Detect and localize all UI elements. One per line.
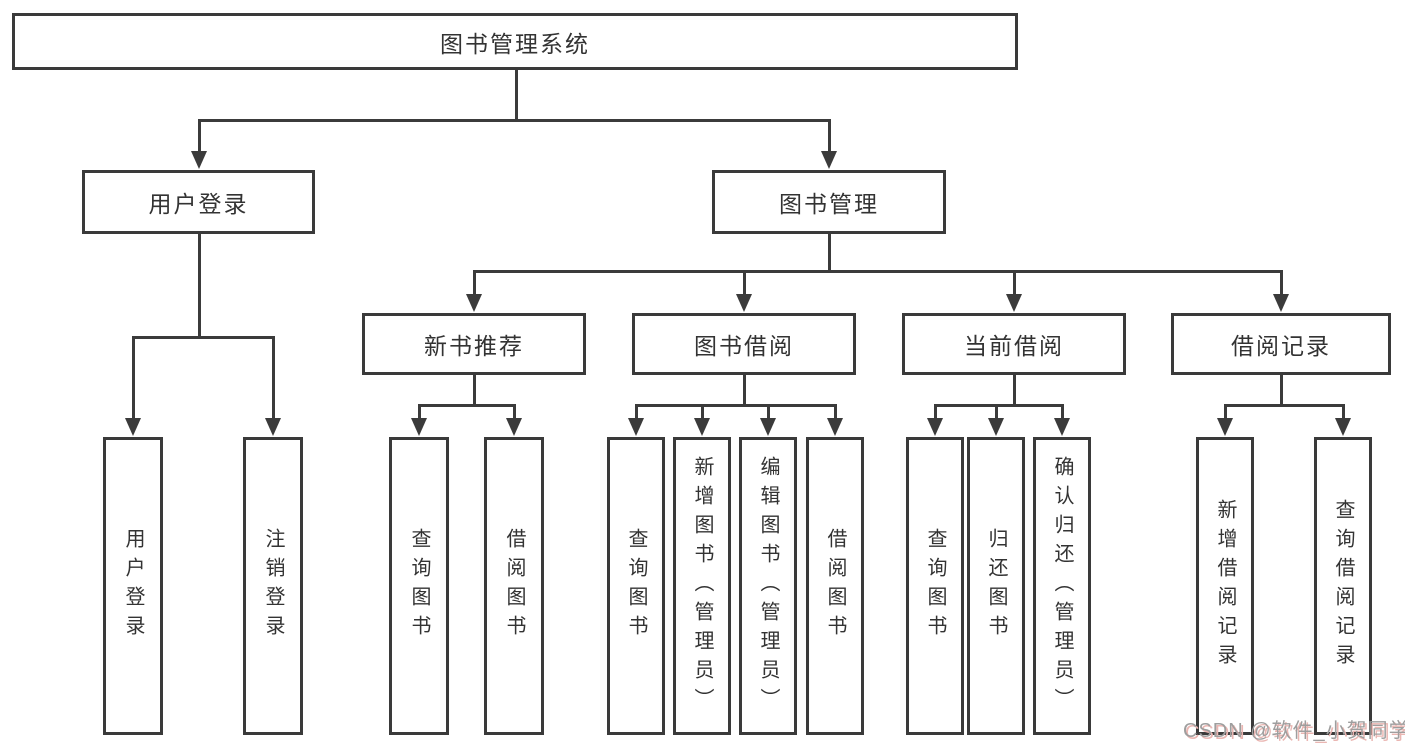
watermark: CSDN @软件_小贺同学 (1183, 720, 1405, 742)
node-new-book: 新书推荐 (362, 313, 586, 375)
leaf-user-login: 用户登录 (103, 437, 163, 735)
arrow-down-icon (694, 418, 710, 436)
leaf-new-book-borrow: 借阅图书 (484, 437, 544, 735)
connector-stub-leaf (272, 336, 275, 420)
leaf-label: 查询图书 (924, 528, 946, 644)
arrow-down-icon (736, 294, 752, 312)
connector-user-login-drop (198, 232, 201, 339)
arrow-down-icon (628, 418, 644, 436)
leaf-new-book-query: 查询图书 (389, 437, 449, 735)
node-book-borrow: 图书借阅 (632, 313, 856, 375)
arrow-down-icon (827, 418, 843, 436)
node-root-label: 图书管理系统 (440, 30, 590, 57)
connector-stub-leaf (132, 336, 135, 420)
node-book-management-label: 图书管理 (779, 191, 879, 217)
arrow-down-icon (1054, 418, 1070, 436)
arrow-down-icon (760, 418, 776, 436)
arrow-down-icon (988, 418, 1004, 436)
leaf-label: 查询图书 (408, 528, 430, 644)
arrow-down-icon (1273, 294, 1289, 312)
connector-stub-leaf (513, 404, 516, 420)
arrow-down-icon (125, 418, 141, 436)
arrow-down-icon (927, 418, 943, 436)
leaf-label: 新增借阅记录 (1214, 499, 1236, 673)
leaf-record-add: 新增借阅记录 (1196, 437, 1254, 735)
connector-stub-leaf (1224, 404, 1227, 420)
arrow-down-icon (821, 151, 837, 169)
leaf-label: 注销登录 (262, 528, 284, 644)
connector-stub-new-book (473, 270, 476, 296)
leaf-logout: 注销登录 (243, 437, 303, 735)
leaf-label: 归还图书 (985, 528, 1007, 644)
leaf-borrow-query: 查询图书 (607, 437, 665, 735)
node-user-login: 用户登录 (82, 170, 315, 234)
leaf-borrow-edit-admin: 编辑图书（管理员） (739, 437, 797, 735)
arrow-down-icon (265, 418, 281, 436)
leaf-current-confirm-admin: 确认归还（管理员） (1033, 437, 1091, 735)
leaf-label: 新增图书（管理员） (691, 455, 713, 717)
node-book-borrow-label: 图书借阅 (694, 333, 794, 359)
connector-stub-leaf (1342, 404, 1345, 420)
arrow-down-icon (191, 151, 207, 169)
connector-stub-leaf (635, 404, 638, 420)
leaf-current-query: 查询图书 (906, 437, 964, 735)
connector-new-book-drop (473, 373, 476, 407)
connector-stub-current-borrow (1013, 270, 1016, 296)
connector-current-borrow-drop (1013, 373, 1016, 407)
connector-user-login-bar (132, 336, 275, 339)
connector-book-management-drop (828, 232, 831, 273)
connector-stub-user-login (198, 119, 201, 153)
connector-book-borrow-drop (743, 373, 746, 407)
arrow-down-icon (1006, 294, 1022, 312)
connector-root-drop (515, 68, 518, 122)
node-borrow-record-label: 借阅记录 (1231, 333, 1331, 359)
arrow-down-icon (466, 294, 482, 312)
leaf-record-query: 查询借阅记录 (1314, 437, 1372, 735)
node-book-management: 图书管理 (712, 170, 946, 234)
arrow-down-icon (1217, 418, 1233, 436)
leaf-label: 用户登录 (122, 528, 144, 644)
node-current-borrow-label: 当前借阅 (964, 333, 1064, 359)
connector-new-book-bar (418, 404, 516, 407)
connector-stub-leaf (1061, 404, 1064, 420)
node-new-book-label: 新书推荐 (424, 333, 524, 359)
node-current-borrow: 当前借阅 (902, 313, 1126, 375)
arrow-down-icon (411, 418, 427, 436)
connector-stub-book-borrow (743, 270, 746, 296)
node-user-login-label: 用户登录 (148, 191, 249, 217)
connector-stub-leaf (834, 404, 837, 420)
leaf-label: 借阅图书 (824, 528, 846, 644)
leaf-borrow-add-admin: 新增图书（管理员） (673, 437, 731, 735)
node-borrow-record: 借阅记录 (1171, 313, 1391, 375)
connector-borrow-record-bar (1224, 404, 1345, 407)
connector-stub-leaf (418, 404, 421, 420)
arrow-down-icon (506, 418, 522, 436)
leaf-label: 借阅图书 (503, 528, 525, 644)
leaf-label: 编辑图书（管理员） (757, 455, 779, 717)
connector-book-borrow-bar (635, 404, 837, 407)
connector-stub-leaf (767, 404, 770, 420)
leaf-label: 确认归还（管理员） (1051, 455, 1073, 717)
connector-current-borrow-bar (934, 404, 1064, 407)
leaf-borrow-borrow: 借阅图书 (806, 437, 864, 735)
connector-stub-borrow-record (1280, 270, 1283, 296)
connector-book-management-bar (473, 270, 1283, 273)
leaf-label: 查询借阅记录 (1332, 499, 1354, 673)
arrow-down-icon (1335, 418, 1351, 436)
connector-borrow-record-drop (1280, 373, 1283, 407)
leaf-label: 查询图书 (625, 528, 647, 644)
connector-stub-leaf (995, 404, 998, 420)
connector-stub-book-management (828, 119, 831, 153)
leaf-current-return: 归还图书 (967, 437, 1025, 735)
connector-stub-leaf (701, 404, 704, 420)
connector-stub-leaf (934, 404, 937, 420)
node-root: 图书管理系统 (12, 13, 1018, 70)
connector-root-bar (198, 119, 830, 122)
